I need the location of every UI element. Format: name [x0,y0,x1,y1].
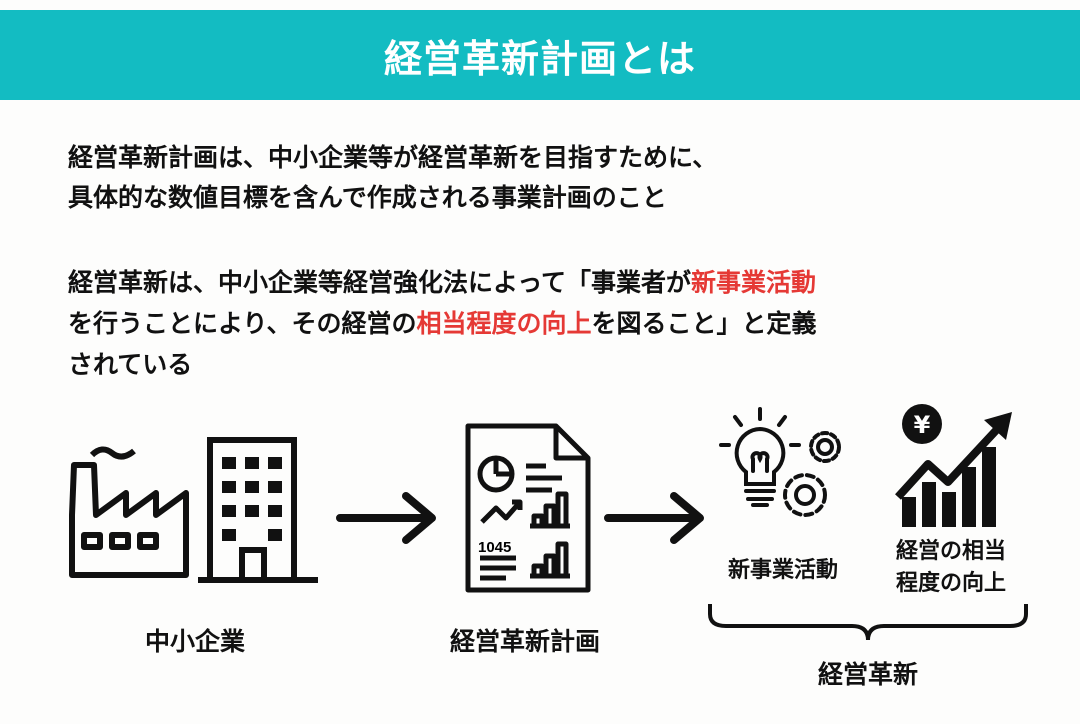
innovation-label: 経営革新 [817,660,919,689]
definition-line-2: 具体的な数値目標を含んで作成される事業計画のこと [68,183,667,212]
yen-symbol: ¥ [914,411,931,439]
highlight-improvement: 相当程度の向上 [416,309,592,338]
law-text-1: 経営革新は、中小企業等経営強化法によって「事業者が [68,268,692,297]
new-business-label: 新事業活動 [727,558,839,583]
plan-label: 経営革新計画 [449,627,601,656]
arrow-right-icon [604,492,704,544]
factory-icon [69,446,189,578]
lightbulb-gears-icon [719,407,841,517]
improvement-label: 経営の相当 程度の向上 [896,536,1006,600]
sme-label: 中小企業 [144,627,246,656]
document-number: 1045 [478,539,511,556]
law-text-4: されている [68,350,193,379]
growth-chart-yen-icon: ¥ [895,404,1012,527]
title-banner: 経営革新計画とは [0,10,1080,100]
highlight-new-business: 新事業活動 [691,268,817,297]
business-plan-document-icon: 1045 [465,423,591,593]
improvement-label-line-2: 程度の向上 [895,571,1007,596]
law-text-2: を行うことにより、その経営の [68,309,417,338]
office-building-icon [198,437,318,583]
page-title: 経営革新計画とは [383,36,696,81]
curly-brace [708,604,1028,641]
definition-paragraph: 経営革新計画は、中小企業等が経営革新を目指すために、 具体的な数値目標を含んで作… [68,138,717,218]
definition-line-1: 経営革新計画は、中小企業等が経営革新を目指すために、 [68,143,718,172]
law-definition-paragraph: 経営革新は、中小企業等経営強化法によって「事業者が新事業活動 を行うことにより、… [68,262,817,385]
law-text-3: を図ること」と定義 [591,309,817,338]
improvement-label-line-1: 経営の相当 [895,539,1007,564]
arrow-right-icon [336,492,436,544]
